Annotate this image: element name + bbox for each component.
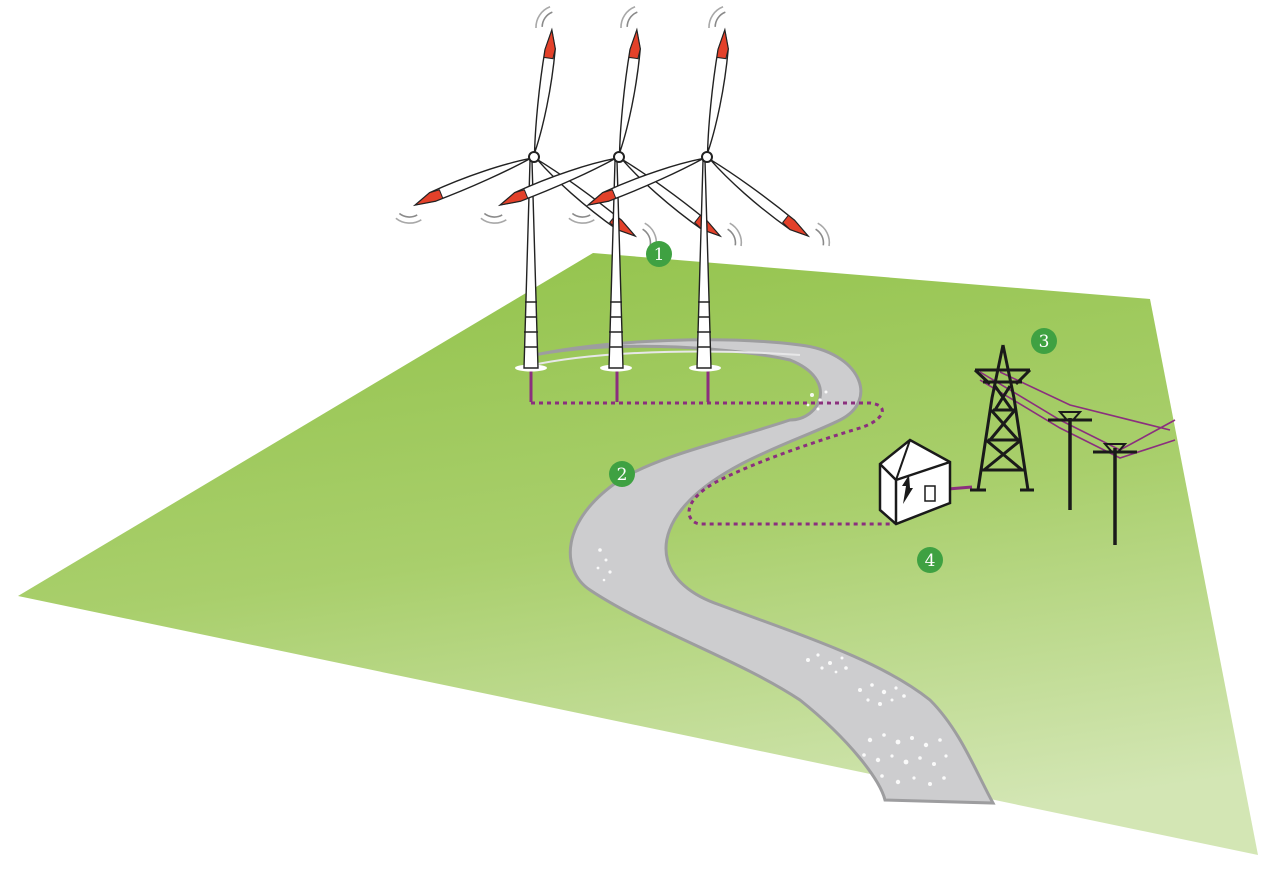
marker-4-label: 4: [925, 551, 936, 571]
wind-turbine-3: [566, 4, 837, 372]
wind-turbine-2: [478, 4, 749, 372]
marker-2: 2: [609, 461, 635, 487]
marker-3: 3: [1031, 328, 1057, 354]
transmission-pylon: [970, 344, 1034, 492]
utility-pole-1: [1048, 411, 1092, 510]
marker-2-label: 2: [617, 465, 628, 485]
wind-turbine-1: [393, 4, 664, 372]
marker-3-label: 3: [1039, 332, 1050, 352]
marker-4: 4: [917, 547, 943, 573]
marker-1: 1: [646, 241, 672, 267]
marker-1-label: 1: [654, 245, 665, 265]
gravel-dots: [596, 390, 948, 786]
utility-pole-2: [1093, 443, 1137, 545]
lightning-arrow-icon: [902, 475, 913, 504]
power-lines: [979, 371, 1176, 459]
access-road: [524, 338, 996, 805]
substation-building: [878, 438, 952, 526]
